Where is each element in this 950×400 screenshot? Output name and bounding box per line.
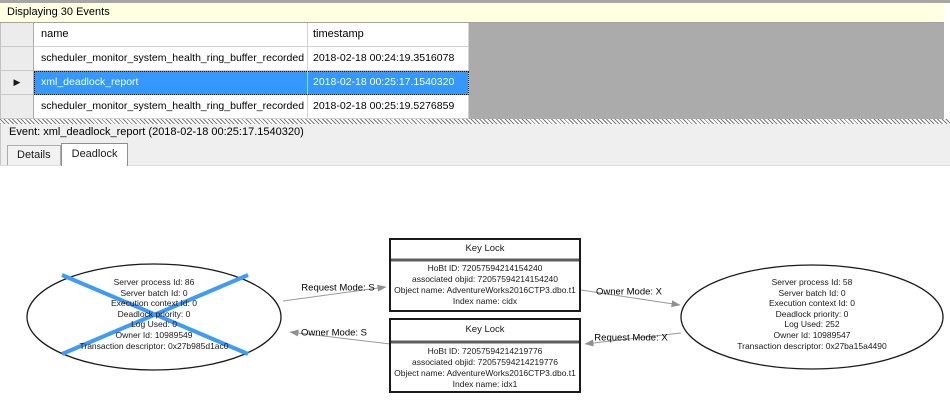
event-timestamp-cell[interactable]: 2018-02-18 00:25:17.1540320 [308,71,469,95]
process-attr: Log Used: 252 [784,319,840,330]
lock-attr: Object name: AdventureWorks2016CTP3.dbo.… [394,368,576,378]
process-attr: Execution context Id: 0 [111,298,197,309]
edge-owner-s-line [289,329,391,345]
current-row-arrow-icon: ▶ [13,77,21,87]
events-grid: name timestamp scheduler_monitor_system_… [0,23,944,119]
event-count-bar: Displaying 30 Events [0,3,944,23]
event-name-cell[interactable]: xml_deadlock_report [34,71,308,95]
process-attr: Server batch Id: 0 [778,287,846,298]
edge-request-s-line [282,284,387,302]
top-toolbar-edge [0,0,950,3]
deadlock-graph-svg [26,238,944,393]
lock-top-title: Key Lock [465,243,505,254]
process-left-details: Server process Id: 86 Server batch Id: 0… [34,277,274,351]
row-indicator-cell[interactable] [1,95,34,119]
process-attr: Log Used: 0 [131,319,177,330]
pane-splitter[interactable] [0,119,950,124]
lock-attr: Index name: cidx [452,296,518,306]
process-node-right[interactable] [680,264,944,370]
grid-filler [469,71,944,95]
selected-event-title: Event: xml_deadlock_report (2018-02-18 0… [9,126,304,138]
lock-node-top[interactable] [389,238,581,312]
event-timestamp-cell[interactable]: 2018-02-18 00:24:19.3516078 [308,47,469,71]
process-attr: Owner Id: 10989547 [773,329,851,340]
process-attr: Transaction descriptor: 0x27b985d1ac0 [79,340,229,351]
deadlock-graph-canvas: Server process Id: 86 Server batch Id: 0… [0,165,950,400]
lock-bottom-details: HoBt ID: 72057594214219776 associated ob… [390,346,580,390]
victim-cross-line-2 [61,273,249,356]
edge-label-owner-x: Owner Mode: X [596,286,662,298]
tab-details[interactable]: Details [7,145,61,165]
lock-attr: associated objid: 72057594214154240 [411,274,559,284]
lock-attr: Object name: AdventureWorks2016CTP3.dbo.… [394,285,576,295]
process-attr: Execution context Id: 0 [769,298,855,309]
lock-attr: Index name: idx1 [452,379,518,389]
lock-bottom-title: Key Lock [465,324,505,335]
grid-filler [469,23,944,47]
event-timestamp-cell[interactable]: 2018-02-18 00:25:19.5276859 [308,95,469,119]
edge-request-x-line [584,332,682,347]
process-attr: Deadlock priority: 0 [117,308,191,319]
tab-deadlock[interactable]: Deadlock [60,143,129,166]
process-attr: Owner Id: 10989549 [115,329,193,340]
lock-node-bottom[interactable] [389,318,581,393]
lock-attr: HoBt ID: 72057594214154240 [427,263,543,273]
edge-label-request-s: Request Mode: S [301,282,375,294]
process-attr: Deadlock priority: 0 [775,308,849,319]
edge-label-owner-s: Owner Mode: S [301,327,367,339]
table-row[interactable]: scheduler_monitor_system_health_ring_buf… [1,47,944,71]
process-attr: Server process Id: 86 [113,277,195,287]
lock-attr: HoBt ID: 72057594214219776 [427,346,543,356]
grid-filler [469,47,944,71]
process-right-details: Server process Id: 58 Server batch Id: 0… [687,277,937,351]
event-name-cell[interactable]: scheduler_monitor_system_health_ring_buf… [34,95,308,119]
table-row[interactable]: scheduler_monitor_system_health_ring_buf… [1,95,944,119]
process-attr: Transaction descriptor: 0x27ba15a4490 [737,340,887,351]
row-indicator-cell[interactable] [1,47,34,71]
process-attr: Server batch Id: 0 [120,287,188,298]
row-indicator-cell[interactable]: ▶ [1,71,34,95]
grid-filler [469,95,944,119]
lock-top-details: HoBt ID: 72057594214154240 associated ob… [390,263,580,307]
details-tab-strip: Details Deadlock [1,141,950,166]
table-row-selected[interactable]: ▶ xml_deadlock_report 2018-02-18 00:25:1… [1,71,944,95]
grid-header-row: name timestamp [1,23,944,47]
event-name-cell[interactable]: scheduler_monitor_system_health_ring_buf… [34,47,308,71]
edge-owner-x-line [580,289,681,308]
edge-label-request-x: Request Mode: X [594,332,668,344]
process-attr: Server process Id: 58 [771,277,853,287]
lock-attr: associated objid: 72057594214219776 [411,357,559,367]
column-header-timestamp[interactable]: timestamp [308,23,469,47]
row-indicator-header-cell [1,23,34,47]
column-header-name[interactable]: name [34,23,308,47]
